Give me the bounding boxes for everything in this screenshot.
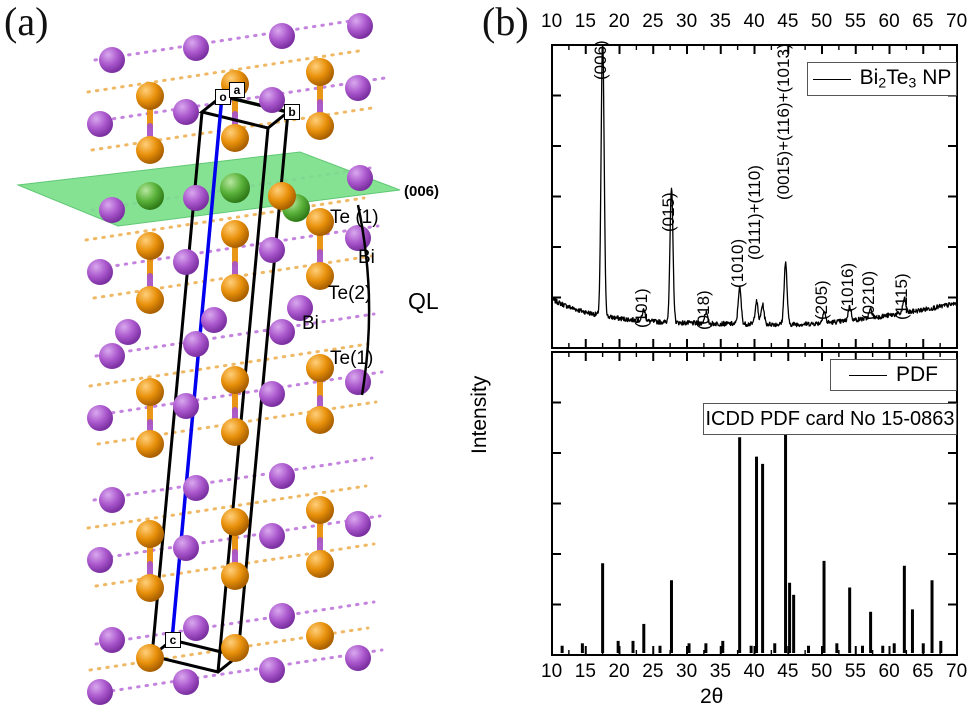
x-tick-label-bottom: 15 xyxy=(574,661,596,682)
x-tick-label-top: 50 xyxy=(811,11,833,32)
x-tick-label-bottom: 25 xyxy=(642,661,664,682)
x-tick-label-top: 70 xyxy=(946,11,968,32)
y-axis-title: Intensity xyxy=(468,375,491,454)
peak-label: (1016) xyxy=(837,262,857,312)
x-tick-label-top: 65 xyxy=(912,11,934,32)
x-tick-label-top: 60 xyxy=(878,11,900,32)
site-label-bi-lower: Bi xyxy=(302,313,319,334)
x-tick-label-bottom: 20 xyxy=(608,661,630,682)
x-tick-label-bottom: 10 xyxy=(541,661,563,682)
x-axis-title: 2θ xyxy=(700,685,724,708)
x-tick-label-top: 30 xyxy=(676,11,698,32)
peak-label: (006) xyxy=(590,40,610,80)
peak-label: (018) xyxy=(693,290,713,330)
xrd-panel: (b) Intensity 2θ Bi2Te3 NP PDF ICDD PDF … xyxy=(468,0,972,715)
legend-pdf: PDF xyxy=(830,359,957,391)
x-tick-label-top: 35 xyxy=(709,11,731,32)
peak-label: (101) xyxy=(631,288,651,328)
site-label-te1-top: Te (1) xyxy=(330,207,379,228)
legend-line-pdf xyxy=(849,374,887,376)
x-tick-label-bottom: 45 xyxy=(777,661,799,682)
x-tick-label-bottom: 35 xyxy=(709,661,731,682)
legend-line-sample xyxy=(812,78,851,80)
x-tick-label-top: 15 xyxy=(574,11,596,32)
peak-label: (0015)+(116)+(1013) xyxy=(773,43,793,200)
quintuple-layer-label: QL xyxy=(408,288,439,314)
x-tick-label-top: 25 xyxy=(642,11,664,32)
x-tick-label-bottom: 60 xyxy=(878,661,900,682)
x-tick-label-top: 45 xyxy=(777,11,799,32)
icdd-card-text: ICDD PDF card No 15-0863 xyxy=(705,407,955,430)
site-label-te1-bottom: Te(1) xyxy=(330,348,374,369)
panel-b-label: (b) xyxy=(482,0,529,44)
peak-label: (015) xyxy=(659,192,679,232)
crystal-structure-panel: (a) o a b c (006) Te (1) Bi Te(2) Bi Te(… xyxy=(0,0,478,715)
peak-label: (1115) xyxy=(892,273,912,320)
legend-label-bi2te3-np: Bi2Te3 NP xyxy=(859,66,952,92)
x-tick-label-top: 55 xyxy=(844,11,866,32)
atom-spheres xyxy=(87,13,373,705)
quintuple-layer-brace xyxy=(356,204,371,396)
site-label-te2: Te(2) xyxy=(328,283,372,304)
axis-c-label: c xyxy=(165,632,181,648)
panel-a-label: (a) xyxy=(4,0,49,44)
plane-006-label: (006) xyxy=(404,183,440,200)
x-tick-label-bottom: 55 xyxy=(844,661,866,682)
axis-a-label: a xyxy=(229,82,245,98)
legend-label-pdf: PDF xyxy=(896,363,938,386)
xrd-trace-bi2te3 xyxy=(551,46,958,328)
x-tick-label-bottom: 50 xyxy=(811,661,833,682)
x-tick-label-bottom: 40 xyxy=(743,661,765,682)
site-label-bi-upper: Bi xyxy=(358,247,375,268)
icdd-card-note: ICDD PDF card No 15-0863 xyxy=(703,403,957,435)
legend-bi2te3-np: Bi2Te3 NP xyxy=(807,62,957,96)
x-tick-label-bottom: 70 xyxy=(946,661,968,682)
x-tick-label-bottom: 30 xyxy=(676,661,698,682)
axis-b-label: b xyxy=(284,104,300,120)
peak-label: (0111)+(110) xyxy=(744,165,764,260)
xrd-plot-graphics xyxy=(551,44,958,656)
lower-plot-frame xyxy=(551,351,958,656)
x-tick-label-bottom: 65 xyxy=(912,661,934,682)
peak-label: (0210) xyxy=(858,270,878,320)
crystal-structure-drawing xyxy=(16,13,401,705)
x-tick-label-top: 40 xyxy=(743,11,765,32)
peak-label: (205) xyxy=(812,280,832,320)
x-tick-label-top: 10 xyxy=(541,11,563,32)
x-tick-label-top: 20 xyxy=(608,11,630,32)
